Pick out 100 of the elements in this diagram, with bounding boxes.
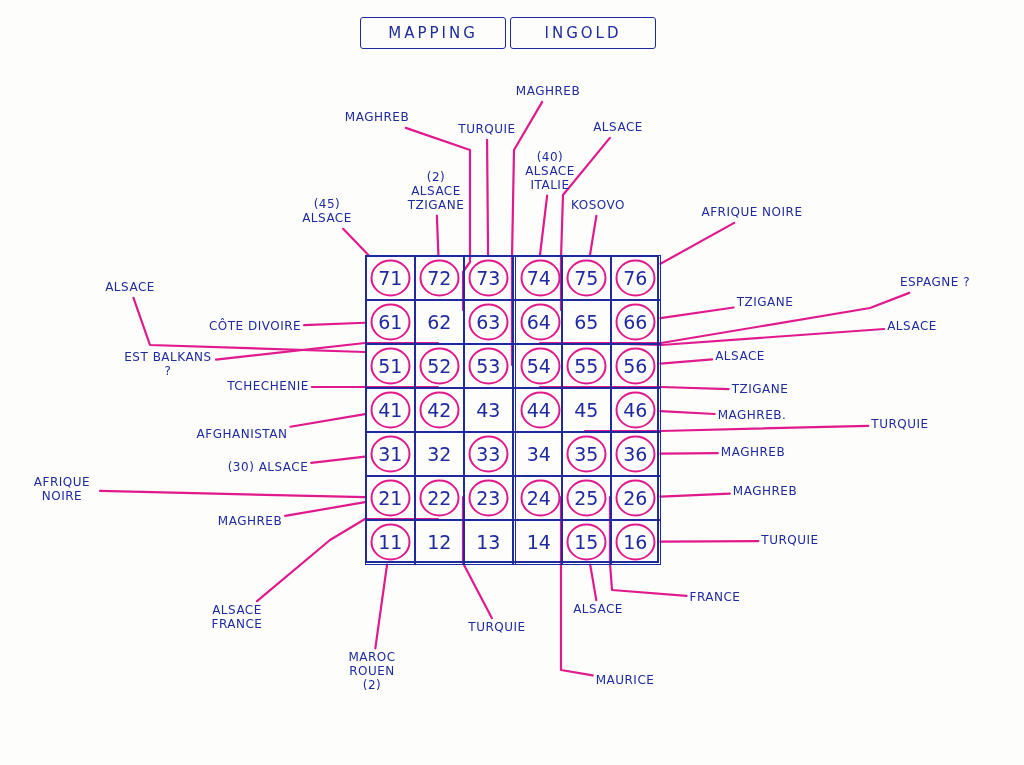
origin-label: EST BALKANS ?: [123, 351, 213, 379]
leader-line: [98, 489, 367, 499]
origin-label: (45) ALSACE: [302, 198, 352, 226]
leader-line: [659, 358, 714, 365]
apartment-number: 65: [574, 310, 599, 333]
origin-label: ESPAGNE ?: [899, 276, 971, 290]
leader-line: [559, 136, 611, 312]
grid-cell: [512, 343, 563, 389]
leader-line: [461, 495, 493, 620]
leader-line: [588, 327, 886, 347]
origin-label: (2) ALSACE TZIGANE: [401, 171, 471, 213]
origin-label: (30) ALSACE: [227, 461, 309, 475]
origin-label: CÔTE DIVOIRE: [208, 320, 302, 334]
apartment-number: 44: [526, 398, 551, 421]
leader-line: [214, 341, 440, 361]
origin-label: (40) ALSACE ITALIE: [520, 151, 580, 193]
apartment-number: 23: [476, 486, 501, 509]
apartment-number: 41: [378, 398, 403, 421]
origin-label: ALSACE FRANCE: [207, 604, 267, 632]
apartment-number: 26: [623, 486, 648, 509]
origin-label: MAGHREB: [732, 485, 798, 499]
grid-cell: [512, 475, 563, 521]
leader-line: [538, 291, 911, 345]
origin-label: FRANCE: [689, 591, 741, 605]
leader-line: [303, 321, 367, 327]
apartment-number: 16: [623, 530, 648, 553]
apartment-number: 24: [526, 486, 551, 509]
apartment-number: 53: [476, 354, 501, 377]
apartment-number: 52: [427, 354, 452, 377]
title-tag: MAPPING: [360, 17, 506, 49]
leader-line: [310, 455, 367, 465]
apartment-number: 51: [378, 354, 403, 377]
apartment-number: 42: [427, 398, 452, 421]
grid-cell: [512, 387, 563, 433]
origin-label: TZIGANE: [731, 383, 789, 397]
origin-label: TURQUIE: [871, 418, 929, 432]
apartment-number: 73: [476, 266, 501, 289]
apartment-number: 66: [623, 310, 648, 333]
apartment-number: 14: [526, 530, 551, 553]
apartment-number: 64: [526, 310, 551, 333]
apartment-number: 54: [526, 354, 551, 377]
apartment-number: 13: [476, 530, 501, 553]
leader-line: [588, 214, 598, 257]
apartment-number: 55: [574, 354, 599, 377]
apartment-number: 46: [623, 398, 648, 421]
origin-label: KOSOVO: [571, 199, 625, 213]
origin-label: MAROC ROUEN (2): [347, 651, 397, 693]
origin-label: MAGHREB: [720, 446, 786, 460]
leader-line: [608, 495, 688, 597]
grid-cell: [512, 519, 563, 565]
origin-label: AFRIQUE NOIRE: [701, 206, 803, 220]
origin-label: ALSACE: [887, 320, 937, 334]
leader-line: [374, 563, 389, 650]
apartment-number: 75: [574, 266, 599, 289]
apartment-number: 71: [378, 266, 403, 289]
origin-label: MAGHREB: [344, 111, 410, 125]
grid-cell: [561, 387, 612, 433]
leader-line: [659, 540, 760, 543]
apartment-number: 12: [427, 530, 452, 553]
leader-line: [659, 492, 731, 498]
apartment-number: 25: [574, 486, 599, 509]
leader-line: [510, 100, 544, 367]
origin-label: ALSACE: [715, 350, 765, 364]
leader-line: [485, 138, 490, 257]
apartment-number: 63: [476, 310, 501, 333]
leader-line: [659, 221, 736, 265]
leader-line: [284, 501, 367, 517]
apartment-number: 36: [623, 442, 648, 465]
leader-line: [342, 227, 370, 257]
grid-cell: [414, 431, 465, 477]
grid-cell: [512, 255, 563, 301]
leader-line: [659, 452, 719, 455]
origin-label: MAURICE: [595, 674, 655, 688]
apartment-grid: [365, 255, 659, 563]
origin-label: ALSACE: [593, 121, 643, 135]
leader-line: [435, 214, 440, 257]
grid-cell: [512, 431, 563, 477]
leader-line: [310, 385, 440, 389]
leader-line: [538, 385, 730, 391]
apartment-number: 76: [623, 266, 648, 289]
origin-label: MAGHREB: [217, 515, 283, 529]
apartment-number: 35: [574, 442, 599, 465]
grid-cell: [414, 519, 465, 565]
apartment-number: 45: [574, 398, 599, 421]
origin-label: TURQUIE: [761, 534, 819, 548]
leader-line: [559, 495, 594, 677]
apartment-number: 34: [526, 442, 551, 465]
origin-label: ALSACE: [573, 603, 623, 617]
leader-line: [538, 194, 549, 257]
grid-cell: [414, 299, 465, 345]
apartment-number: 15: [574, 530, 599, 553]
origin-label: AFRIQUE NOIRE: [27, 476, 97, 504]
apartment-number: 72: [427, 266, 452, 289]
leader-line: [659, 410, 716, 416]
grid-cell: [463, 519, 514, 565]
apartment-number: 43: [476, 398, 501, 421]
apartment-number: 74: [526, 266, 551, 289]
origin-label: MAGHREB: [515, 85, 581, 99]
origin-label: ALSACE: [105, 281, 155, 295]
grid-cell: [463, 387, 514, 433]
